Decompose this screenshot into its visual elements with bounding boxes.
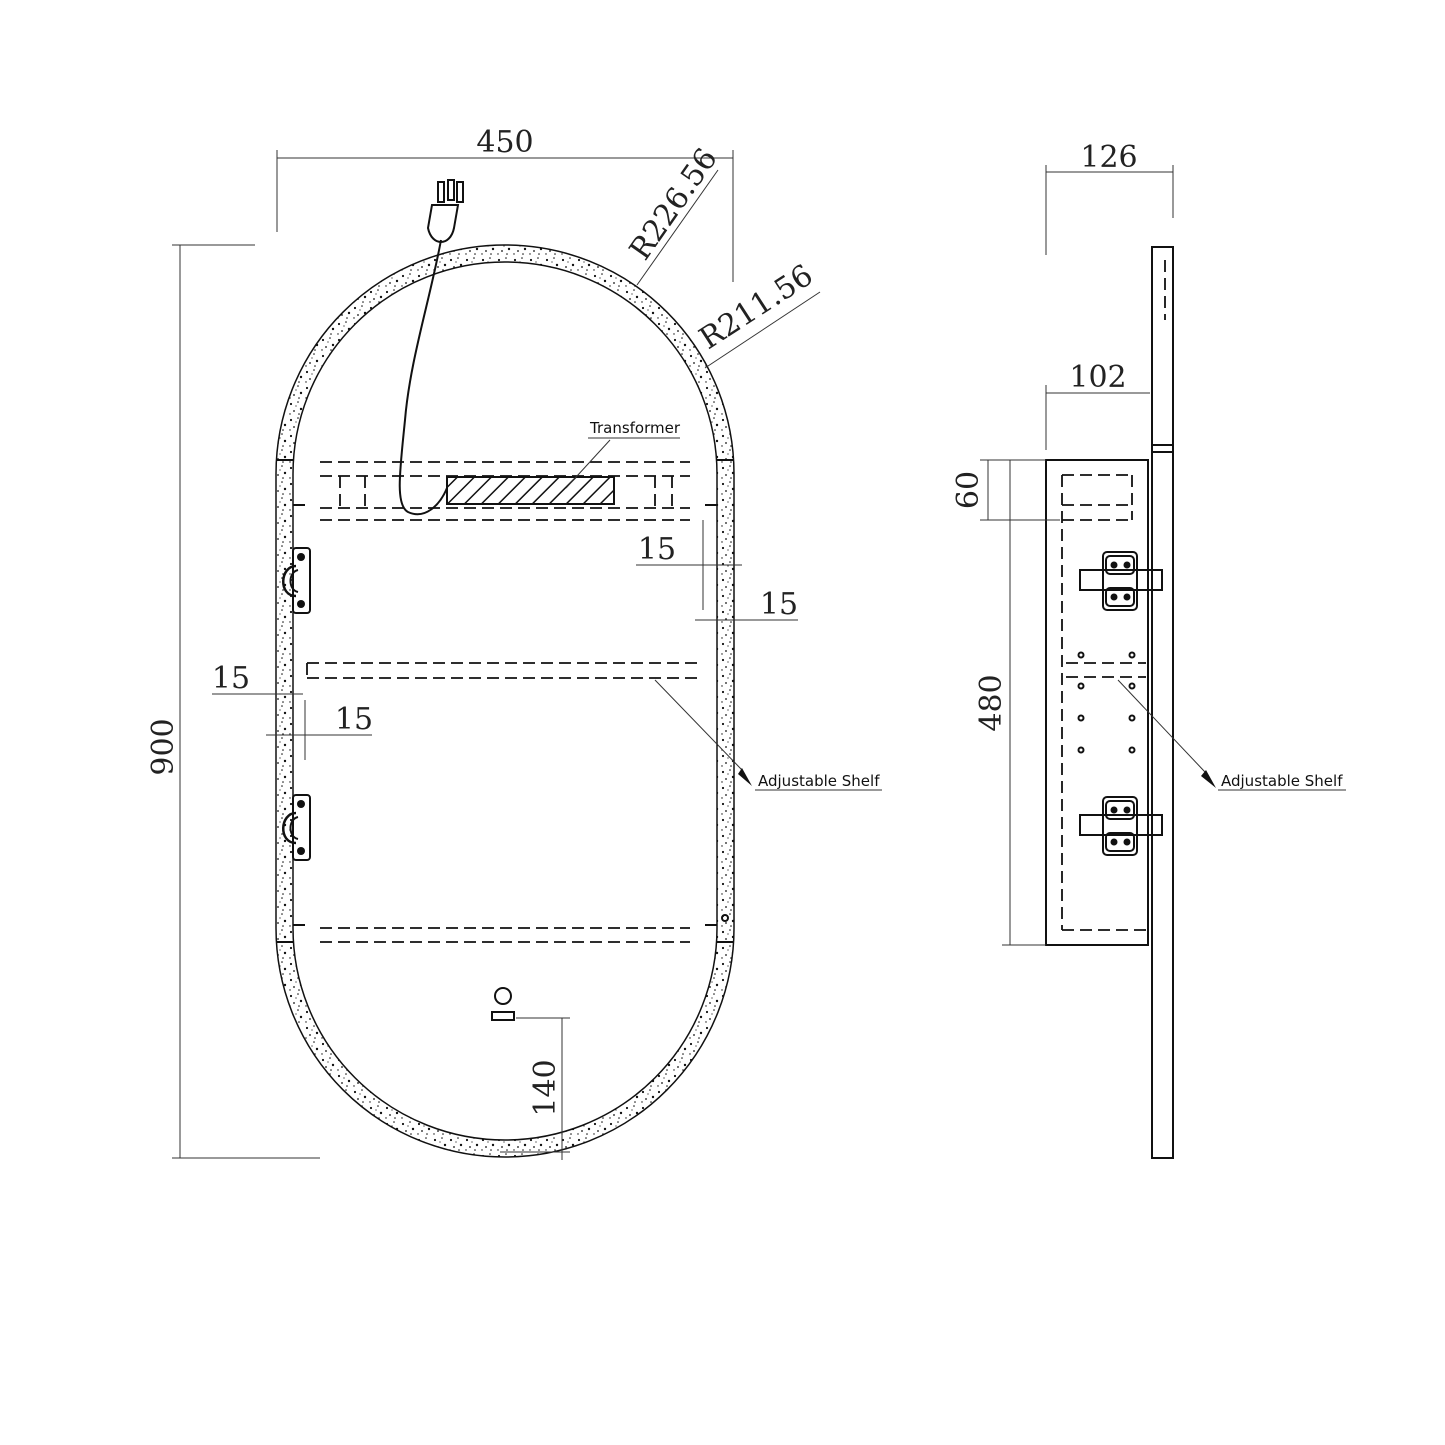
side-adjustable-shelf	[1066, 662, 1146, 678]
sensor-height-label: 140	[528, 1059, 563, 1116]
frame-thickness-right: 15 15	[636, 520, 798, 622]
total-depth-dimension: 126	[1045, 140, 1174, 255]
right-outer-label: 15	[638, 532, 676, 567]
latch-dot	[721, 914, 729, 922]
door-panel	[1151, 246, 1174, 1159]
shelf-pin-holes	[1077, 651, 1136, 754]
outer-radius-dimension: R226.56	[623, 142, 725, 286]
hinge-icon	[1079, 551, 1163, 611]
power-cord	[398, 239, 448, 516]
side-shelf-label: Adjustable Shelf	[1221, 772, 1343, 790]
total-depth-label: 126	[1080, 140, 1137, 175]
front-shelf-label: Adjustable Shelf	[758, 772, 880, 790]
width-label: 450	[476, 125, 533, 160]
sensor-height-dimension: 140	[500, 1017, 570, 1160]
plug-icon	[426, 179, 464, 244]
height-dimension: 900	[146, 244, 320, 1159]
hinge-icon	[282, 547, 311, 614]
touch-sensor-icon	[491, 987, 515, 1021]
mirror-frame	[275, 244, 735, 1158]
cabinet-height-dimension: 480	[974, 459, 1046, 946]
adjustable-shelf	[306, 662, 703, 679]
cabinet-depth-label: 102	[1069, 360, 1126, 395]
width-dimension: 450	[276, 125, 734, 282]
left-outer-label: 15	[212, 661, 250, 696]
left-inner-label: 15	[335, 702, 373, 737]
cabinet-body	[1045, 459, 1149, 946]
cabinet-height-label: 480	[974, 674, 1009, 731]
top-compartment-label: 60	[951, 471, 986, 509]
hinge-icon	[282, 794, 311, 861]
top-compartment	[320, 461, 690, 521]
transformer-box	[446, 476, 615, 505]
right-inner-label: 15	[760, 587, 798, 622]
top-compartment-dimension: 60	[951, 459, 1060, 521]
transformer-label: Transformer	[589, 419, 681, 437]
height-label: 900	[146, 718, 181, 775]
cabinet-depth-dimension: 102	[1045, 360, 1150, 450]
front-view: Transformer Adjustable Shelf	[146, 125, 882, 1160]
frame-thickness-left: 15 15	[212, 661, 373, 760]
inner-radius-label: R211.56	[693, 258, 819, 357]
hinge-icon	[1079, 796, 1163, 856]
bottom-shelf	[320, 927, 690, 943]
inner-radius-dimension: R211.56	[693, 258, 821, 369]
side-view: Adjustable Shelf 126 102 60 480	[951, 140, 1346, 1159]
outer-radius-label: R226.56	[623, 142, 725, 267]
